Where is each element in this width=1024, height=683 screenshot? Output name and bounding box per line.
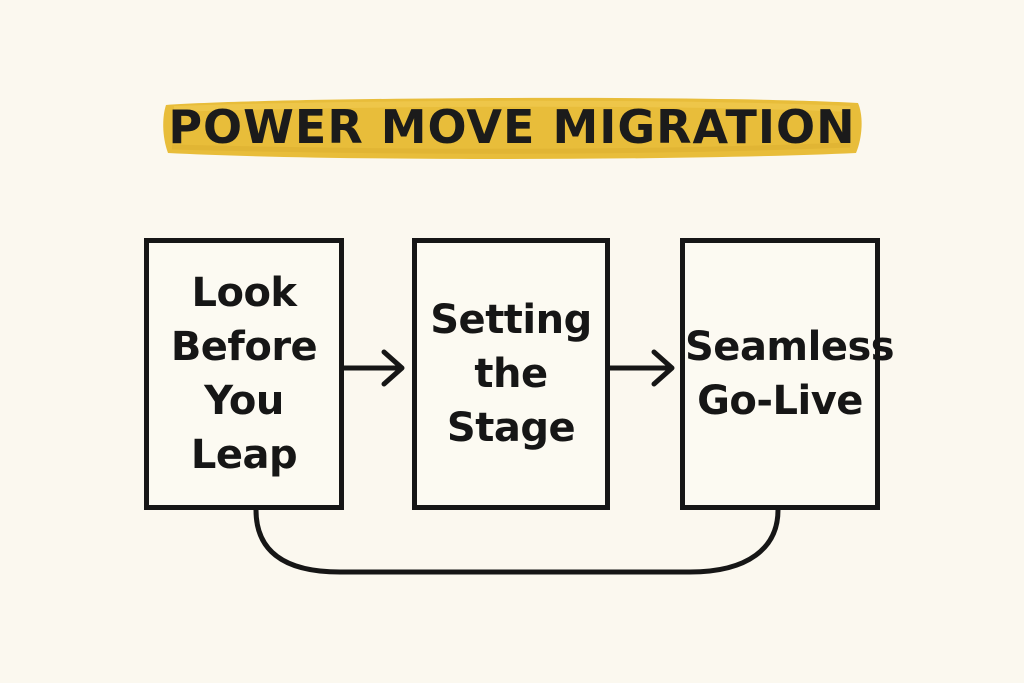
arrow-step2-to-step3: [607, 349, 675, 387]
title-highlight: [163, 97, 862, 159]
step-label: Seamless Go-Live: [685, 324, 895, 424]
return-loop-connector: [253, 507, 781, 575]
step-box-seamless-go-live: Seamless Go-Live: [680, 238, 895, 510]
arrow-step1-to-step2: [341, 349, 405, 387]
page-title: POWER MOVE MIGRATION: [168, 100, 856, 154]
step-label: Look Before You Leap: [170, 270, 318, 478]
step-box-look-before-you-leap: Look Before You Leap: [144, 238, 344, 510]
step-label: Setting the Stage: [430, 297, 592, 451]
title-banner: POWER MOVE MIGRATION: [160, 91, 864, 163]
step-box-setting-the-stage: Setting the Stage: [412, 238, 610, 510]
